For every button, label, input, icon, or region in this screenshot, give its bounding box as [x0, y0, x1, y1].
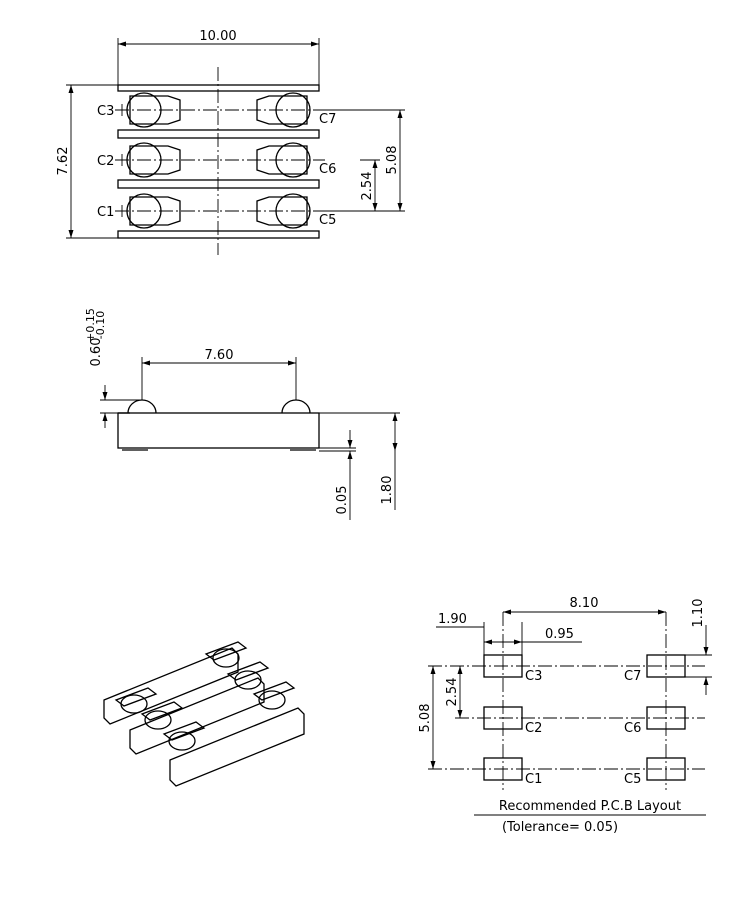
pin-label-c5: C5: [319, 213, 336, 228]
pcb-pin-c5: C5: [624, 772, 641, 787]
tol-plus-label: +0.15: [84, 308, 97, 342]
dim-pitch-label: 2.54: [360, 172, 375, 201]
led-left-c2: [121, 142, 181, 178]
pcb-dim-pad-width-label: 1.90: [438, 612, 467, 627]
iso-led-3: [162, 721, 206, 751]
iso-led-6: [252, 681, 296, 710]
led-left-c3: [121, 92, 181, 128]
tol-minus-label: -0.10: [94, 311, 107, 339]
pcb-dim-span-label: 8.10: [570, 596, 599, 611]
led-right-c7: [256, 92, 311, 128]
pin-label-c2: C2: [97, 154, 114, 169]
led-left-c1: [121, 193, 181, 229]
iso-led-5: [226, 661, 270, 690]
iso-led-2: [140, 701, 184, 730]
led-right-c6: [256, 142, 311, 178]
dim-dome-spacing-label: 7.60: [205, 348, 234, 363]
pin-label-c1: C1: [97, 205, 114, 220]
pin-label-c7: C7: [319, 112, 336, 127]
pcb-pin-c2: C2: [525, 721, 542, 736]
top-view: 10.00 7.62: [56, 29, 405, 255]
pcb-pin-c3: C3: [525, 669, 542, 684]
pad-c6: [646, 706, 686, 730]
dim-dome-height-label: 0.60: [89, 338, 104, 367]
led-right-c5: [256, 193, 311, 229]
iso-led-4: [204, 641, 248, 668]
pcb-title: Recommended P.C.B Layout: [499, 799, 681, 814]
pcb-layout: C3 C2 C1 C7 C6 C5 8.10 1.90 0.95 1.10 2.…: [418, 596, 712, 835]
pcb-pin-c1: C1: [525, 772, 542, 787]
side-view: 7.60 0.60 +0.15 -0.10 0.05 1.80: [84, 308, 400, 520]
dim-standoff-label: 0.05: [335, 486, 350, 515]
pcb-pin-c6: C6: [624, 721, 641, 736]
dim-height-label: 7.62: [56, 147, 71, 176]
pcb-pin-c7: C7: [624, 669, 641, 684]
pad-c7: [646, 654, 686, 678]
dim-width-label: 10.00: [199, 29, 236, 44]
dim-pitch-total-label: 5.08: [385, 146, 400, 175]
pcb-dim-pad-height-label: 1.10: [691, 599, 706, 628]
pcb-dim-pitch-label: 2.54: [445, 678, 460, 707]
pad-c3: [483, 654, 523, 678]
pad-c5: [646, 757, 686, 781]
pcb-tolerance: (Tolerance= 0.05): [502, 820, 618, 835]
dim-body-height-label: 1.80: [380, 476, 395, 505]
iso-led-1: [114, 687, 158, 714]
isometric-view: [103, 641, 305, 787]
pin-label-c3: C3: [97, 104, 114, 119]
pad-c2: [483, 706, 523, 730]
pcb-dim-pitch-total-label: 5.08: [418, 704, 433, 733]
pcb-dim-pad-offset-label: 0.95: [545, 627, 574, 642]
pad-c1: [483, 757, 523, 781]
pin-label-c6: C6: [319, 162, 336, 177]
